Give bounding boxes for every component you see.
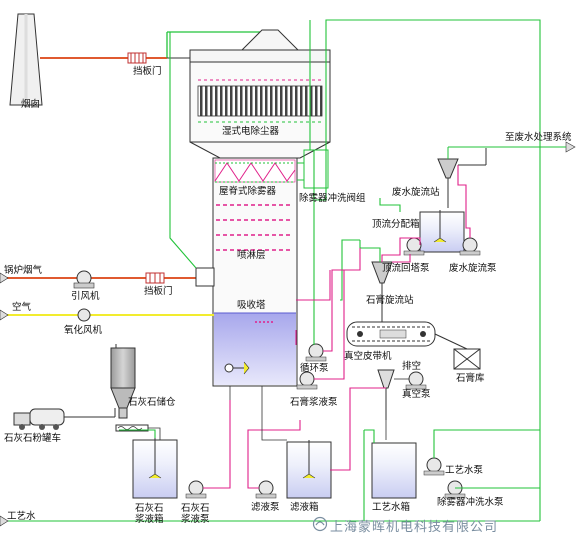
process-pump-label: 工艺水泵 xyxy=(445,465,484,476)
gypsum-store xyxy=(434,333,481,370)
vacuum-pump xyxy=(405,371,427,390)
process-tank-label: 工艺水箱 xyxy=(372,502,411,513)
air-label: 空气 xyxy=(12,302,32,313)
vacuum-belt-filter xyxy=(346,321,436,347)
oxidation-air-line xyxy=(0,308,214,322)
limestone-silo xyxy=(110,344,136,419)
overflow-distribution-box xyxy=(419,210,465,253)
to-wastewater-label: 至废水处理系统 xyxy=(505,132,572,143)
overflow-box-label: 顶流分配箱 xyxy=(372,219,420,230)
process-water-pump xyxy=(423,457,445,476)
wastewater-pump-label: 废水旋流泵 xyxy=(449,263,497,274)
boiler-flue-inlet xyxy=(0,267,215,287)
vac-belt-label: 真空皮带机 xyxy=(344,351,392,362)
process-water-tank xyxy=(371,442,417,499)
limestone-truck xyxy=(13,408,116,430)
wastewater-cyclone-label: 废水旋流站 xyxy=(392,187,440,198)
gypsum-slurry-pump xyxy=(296,371,318,390)
chimney-label: 烟囱 xyxy=(21,99,41,110)
gypsum-store-label: 石膏库 xyxy=(456,373,485,384)
vacuum-pump-label: 真空泵 xyxy=(402,389,431,400)
filtrate-pump-label: 滤液泵 xyxy=(251,502,280,513)
id-fan xyxy=(73,270,95,289)
demister-wash-pump xyxy=(444,480,466,499)
demister-valves-label: 除雾器冲洗阀组 xyxy=(299,193,366,204)
spray-layer-label: 喷淋层 xyxy=(237,250,266,261)
aux-lines xyxy=(148,378,409,441)
baffle-top-label: 挡板门 xyxy=(133,66,162,77)
limestone-tank-label: 石灰石浆液箱 xyxy=(135,503,164,525)
limestone-pump-label: 石灰石浆液泵 xyxy=(181,503,210,525)
filtrate-pump xyxy=(255,480,277,499)
baffle-mid-label: 挡板门 xyxy=(144,286,173,297)
process-water-pipes xyxy=(0,19,541,527)
pump-out-label: 排空 xyxy=(402,361,422,372)
process-water-left-label: 工艺水 xyxy=(7,511,36,522)
wastewater-cyclone-pump xyxy=(459,237,481,256)
wastewater-outlet xyxy=(447,141,576,159)
wesp-label: 湿式电除尘器 xyxy=(222,126,280,137)
slurry-pipes xyxy=(203,165,471,489)
gypsum-slurry-pump-label: 石膏浆液泵 xyxy=(290,397,338,408)
absorber-tower xyxy=(189,29,331,387)
chimney xyxy=(9,13,43,106)
baffle-gate-mid xyxy=(145,272,165,284)
id-fan-label: 引风机 xyxy=(71,291,100,302)
gypsum-cyclone-label: 石膏旋流站 xyxy=(366,295,414,306)
limestone-slurry-tank xyxy=(132,438,178,499)
watermark: 上海蒙晖机电科技有限公司 xyxy=(330,520,499,535)
demister-pump-label: 除雾器冲洗水泵 xyxy=(437,497,504,508)
limestone-silo-label: 石灰石储仓 xyxy=(128,397,176,408)
limestone-truck-label: 石灰石粉罐车 xyxy=(4,433,62,444)
boiler-gas-label: 锅炉烟气 xyxy=(4,265,43,276)
limestone-slurry-pump xyxy=(185,480,207,499)
wastewater-cyclone xyxy=(437,148,487,208)
recirc-pump-label: 循环泵 xyxy=(300,363,329,374)
oxidation-fan-label: 氧化风机 xyxy=(64,325,103,336)
demister-valve-group xyxy=(297,149,329,189)
filtrate-receiver xyxy=(377,369,395,420)
recirculation-pump xyxy=(305,343,327,362)
overflow-pump-label: 顶流回塔泵 xyxy=(382,263,430,274)
baffle-gate-top xyxy=(127,52,147,64)
watermark-logo-icon xyxy=(312,516,328,532)
gypsum-cyclone xyxy=(371,261,393,328)
filtrate-tank xyxy=(286,440,332,499)
filtrate-tank-label: 滤液箱 xyxy=(290,502,319,513)
demister-label: 屋脊式除雾器 xyxy=(219,186,277,197)
absorber-label: 吸收塔 xyxy=(237,300,266,311)
